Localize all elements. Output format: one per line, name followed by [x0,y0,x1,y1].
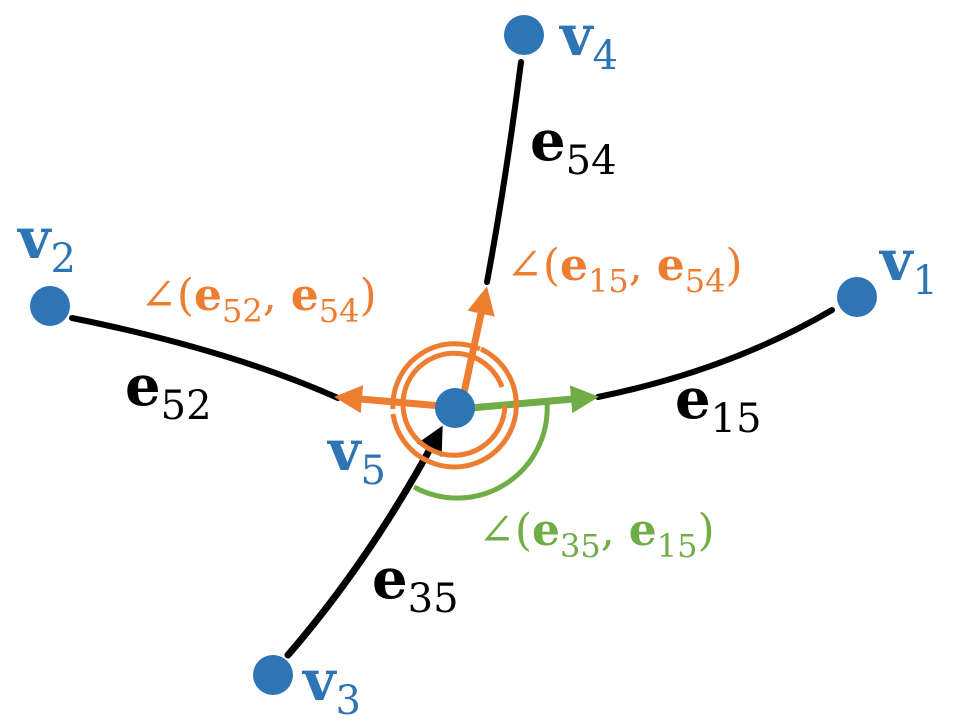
vertex-v4-label: v4 [558,3,618,79]
angle-arc-e15-e54-inner [400,350,508,458]
angle-arc-e35-e15 [412,401,550,501]
edge-e52-line [69,315,341,401]
vertex-v3-label: v3 [301,648,361,724]
vertex-v1-label: v1 [878,228,938,304]
vertex-v3-dot [253,655,293,695]
vertex-v2-label: v2 [16,206,76,282]
vertex-v4-dot [504,15,544,55]
vertex-v5-label: v5 [326,418,386,494]
edge-e15-label: e15 [675,366,762,442]
angle-e15-e54-label: ∠(e15, e54) [506,240,743,300]
angle-arc-e15-e54-outer [390,346,519,470]
edge-e54-line [484,59,524,285]
edge-e52-label: e52 [125,353,212,429]
vector-e54-arrow [458,286,495,403]
vector-e15-arrow [469,385,599,414]
edge-e54-label: e54 [530,108,617,184]
vertex-v5-dot [435,388,475,428]
vertex-v1-dot [837,277,877,317]
vertex-v2-dot [30,286,70,326]
edge-e35-arrow [284,425,443,659]
edge-e15-line [595,307,835,400]
angle-e35-e15-label: ∠(e35, e15) [478,505,715,565]
angle-e52-e54-label: ∠(e52, e54) [140,270,377,330]
edge-e35-label: e35 [372,546,459,622]
angle-arc-e52-e54 [390,341,482,410]
